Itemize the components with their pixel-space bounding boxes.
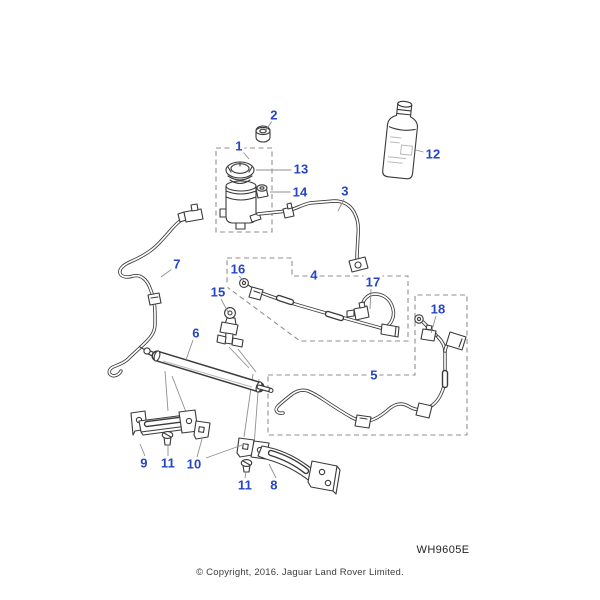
callout-6[interactable]: 6 — [190, 325, 202, 341]
part-hose-end-16 — [239, 278, 264, 301]
part-valve-17 — [346, 301, 370, 321]
part-bolt-11-left — [161, 431, 174, 446]
part-pipe-7 — [107, 203, 204, 378]
callout-14[interactable]: 14 — [290, 184, 310, 200]
part-bracket-8 — [250, 440, 341, 495]
callout-18[interactable]: 18 — [428, 301, 448, 317]
callout-2[interactable]: 2 — [268, 107, 280, 123]
copyright-text: © Copyright, 2016. Jaguar Land Rover Lim… — [196, 567, 404, 578]
part-bracket-9 — [130, 409, 199, 436]
part-reservoir-1 — [219, 161, 269, 230]
part-fluid-bottle-12 — [382, 100, 418, 180]
callout-12[interactable]: 12 — [423, 146, 443, 162]
part-pipe-end-18 — [414, 314, 438, 342]
callout-13[interactable]: 13 — [291, 161, 311, 177]
callout-3[interactable]: 3 — [339, 183, 351, 199]
callout-leaders — [139, 120, 437, 479]
callout-11-right[interactable]: 11 — [235, 477, 255, 493]
part-hose-3 — [256, 199, 369, 273]
part-bracket-15 — [216, 307, 244, 348]
callout-4[interactable]: 4 — [308, 267, 320, 283]
callout-5[interactable]: 5 — [368, 367, 380, 383]
callout-17[interactable]: 17 — [363, 274, 383, 290]
callout-10[interactable]: 10 — [184, 456, 204, 472]
dashed-box-return-pipe-group — [267, 294, 468, 436]
part-bolt-11-right — [240, 459, 253, 473]
part-return-pipe-5 — [274, 314, 467, 429]
dashed-box-hose-assembly-group — [226, 257, 409, 342]
part-clip-10-right — [236, 437, 255, 458]
callout-1[interactable]: 1 — [233, 138, 245, 154]
part-cap-14 — [255, 184, 269, 199]
part-clip-10 — [193, 420, 211, 440]
callout-11-left[interactable]: 11 — [158, 455, 178, 471]
callout-7[interactable]: 7 — [171, 256, 183, 272]
callout-9[interactable]: 9 — [138, 455, 150, 471]
diagram-code: WH9605E — [416, 544, 470, 556]
part-nut-2 — [255, 125, 271, 143]
callout-8[interactable]: 8 — [268, 477, 280, 493]
part-cooler-6 — [139, 346, 274, 394]
part-hose-assembly-16-17 — [239, 278, 400, 338]
part-cap-13 — [225, 161, 255, 185]
callout-16[interactable]: 16 — [228, 261, 248, 277]
callout-15[interactable]: 15 — [208, 284, 228, 300]
